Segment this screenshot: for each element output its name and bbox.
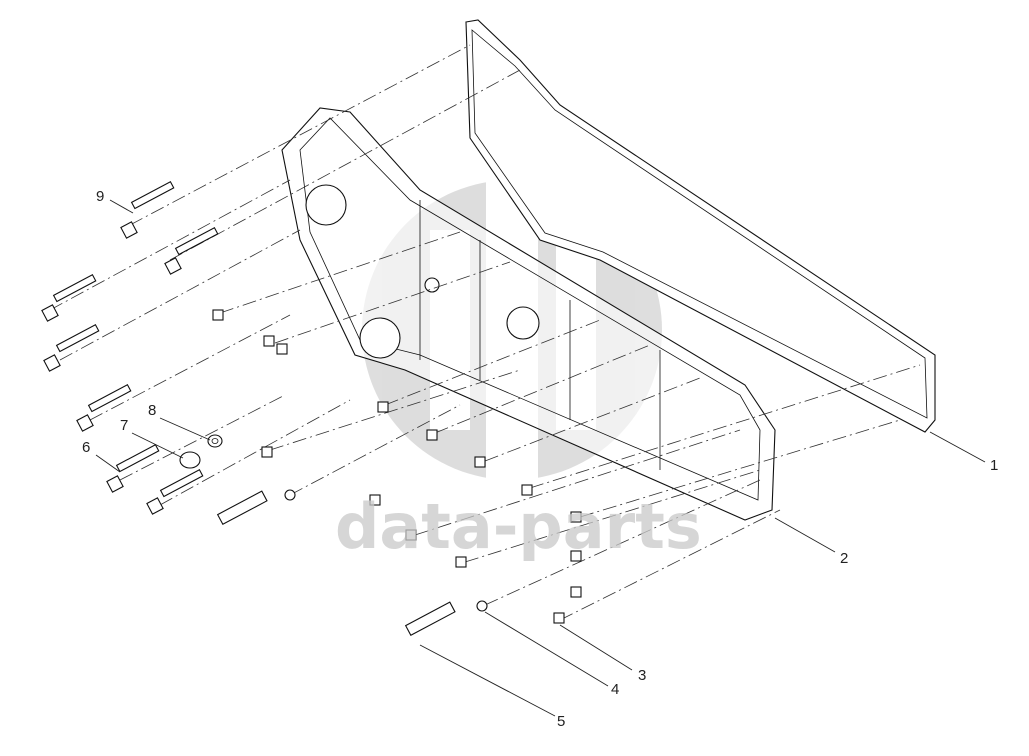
callout-3: 3: [638, 667, 646, 684]
callout-1: 1: [990, 457, 998, 474]
bolt-long-c: [43, 323, 100, 372]
gasket: [465, 19, 936, 433]
callout-9: 9: [96, 188, 104, 205]
watermark-text: data-parts: [335, 490, 702, 563]
seal-ring-upper: [284, 489, 296, 501]
bolt-long-d: [76, 383, 132, 432]
sealing-washer-8: [207, 434, 223, 448]
bolt-long-e: [146, 468, 204, 515]
callout-8: 8: [148, 402, 156, 419]
callout-5: 5: [557, 713, 565, 730]
seal-ring-4: [476, 600, 488, 612]
stud-5: [404, 601, 456, 637]
cover: [281, 107, 776, 521]
bolt-9: [120, 180, 175, 239]
callout-6: 6: [82, 439, 90, 456]
assembly-axis-lines: [49, 44, 921, 621]
callout-7: 7: [120, 417, 128, 434]
callout-4: 4: [611, 681, 619, 698]
bolt-long-b: [41, 273, 97, 322]
short-screws: [212, 309, 582, 624]
bolt-6: [106, 443, 160, 493]
plug-7: [179, 451, 201, 469]
callout-2: 2: [840, 550, 848, 567]
bolt-long-a: [164, 226, 219, 275]
callout-leaders: [95, 199, 986, 717]
stud-upper: [216, 490, 268, 526]
